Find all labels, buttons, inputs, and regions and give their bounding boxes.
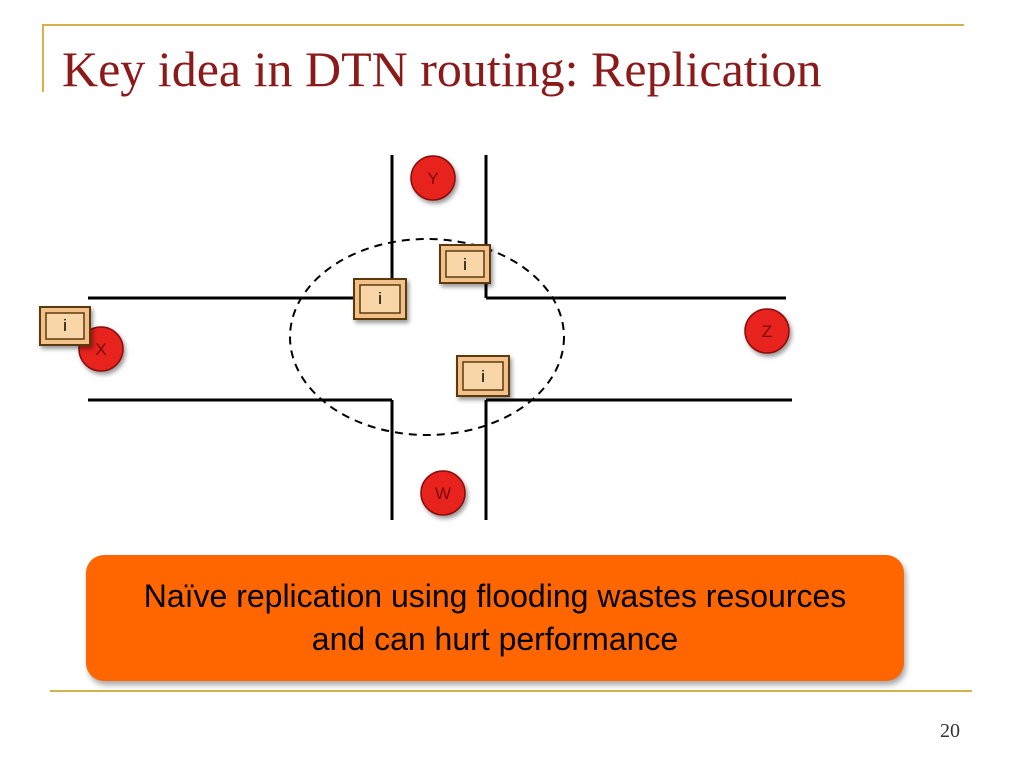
node-w	[420, 470, 466, 516]
callout-text: Naïve replication using flooding wastes …	[143, 577, 847, 657]
node-z	[744, 308, 790, 354]
node-w-label: W	[435, 484, 451, 503]
page-number: 20	[940, 720, 960, 742]
node-z-label: Z	[762, 322, 772, 341]
title-accent-vertical	[42, 24, 44, 92]
callout-box: Naïve replication using flooding wastes …	[86, 555, 904, 681]
packet-center-label: i	[481, 367, 485, 386]
packet-top-right-label: i	[463, 255, 467, 274]
packet-top-left	[353, 278, 407, 320]
packet-near-x	[39, 306, 91, 346]
packet-center	[456, 355, 510, 397]
packet-top-right	[439, 244, 491, 284]
node-x-label: X	[95, 340, 106, 359]
road-lines	[88, 155, 792, 520]
communication-range-ellipse	[289, 238, 565, 436]
footer-divider	[50, 690, 972, 692]
title-accent-horizontal	[42, 24, 964, 26]
packet-top-left-label: i	[378, 289, 382, 308]
node-y-label: Y	[427, 169, 438, 188]
node-y	[410, 155, 456, 201]
slide-title: Key idea in DTN routing: Replication	[62, 41, 822, 97]
packet-near-x-label: i	[63, 316, 67, 335]
